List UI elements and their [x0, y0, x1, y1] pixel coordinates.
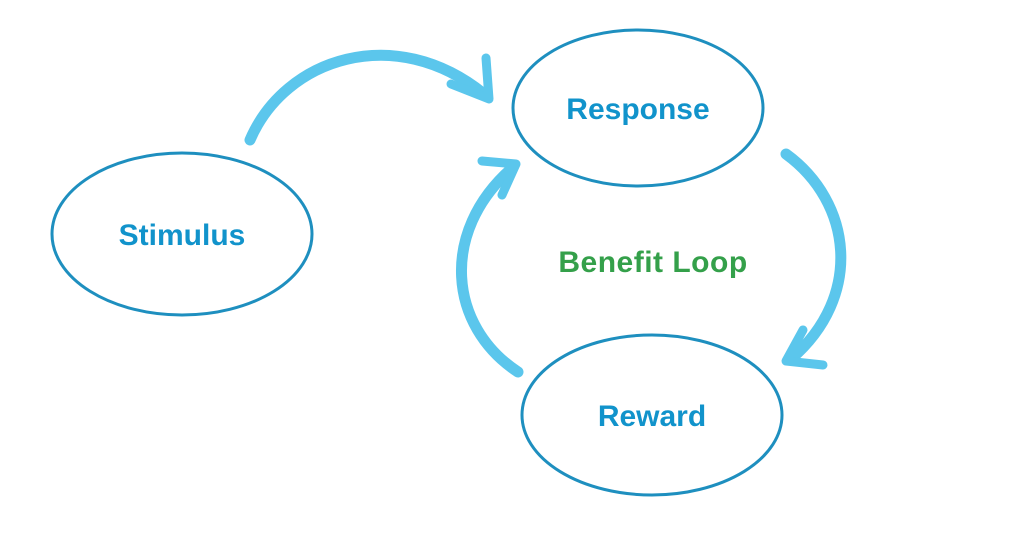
arrow-response-to-reward [780, 148, 847, 370]
arrow-reward-to-response-head-icon [477, 156, 521, 200]
stimulus-node-ellipse [50, 151, 314, 317]
reward-node-ellipse [520, 333, 784, 497]
arrow-reward-to-response [455, 156, 524, 378]
benefit-loop-label: Benefit Loop [558, 246, 747, 279]
arrow-stimulus-to-response [244, 49, 494, 146]
response-node-label: Response [566, 93, 709, 126]
arrow-response-to-reward-head-icon [781, 325, 828, 370]
arrow-stimulus-to-response-head-icon [446, 53, 494, 104]
arrow-stimulus-to-response-curve [244, 49, 490, 146]
reward-node-label: Reward [598, 400, 706, 433]
stimulus-node-label: Stimulus [119, 219, 246, 252]
response-node-ellipse [511, 28, 765, 188]
arrow-response-to-reward-curve [780, 148, 847, 365]
arrow-reward-to-response-curve [455, 163, 524, 378]
